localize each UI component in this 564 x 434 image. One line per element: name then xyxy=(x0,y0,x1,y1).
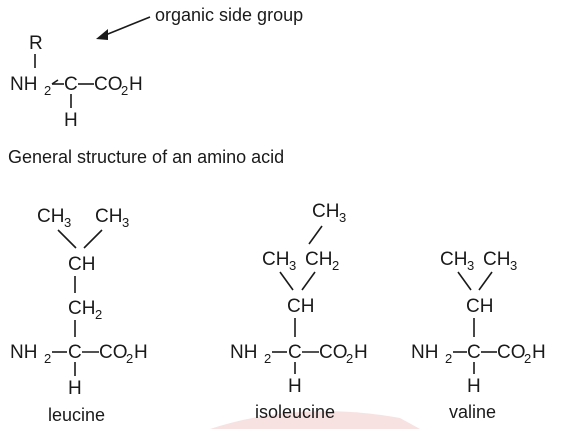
valine-name: valine xyxy=(449,402,496,422)
leucine-CH3-right: CH xyxy=(95,206,122,227)
leucine-CH2: CH xyxy=(68,298,95,319)
isoleucine-bond-left-branch xyxy=(279,271,294,291)
valine-CH3-left: CH xyxy=(440,249,467,270)
valine-CH3-left-sub: 3 xyxy=(467,258,474,273)
side-group-arrow-line xyxy=(102,16,151,37)
isoleucine-CH3-top: CH xyxy=(312,201,339,222)
leucine-structure: CH 3 CH 3 CH CH 2 NH 2 C CO 2 H H leucin… xyxy=(10,206,148,425)
valine-bond-right-branch xyxy=(478,271,493,291)
valine-CO: CO xyxy=(497,342,526,363)
valine-CH3-right: CH xyxy=(483,249,510,270)
isoleucine-CH3-sub: 3 xyxy=(289,258,296,273)
leucine-COOH-H: H xyxy=(134,342,148,363)
leucine-CO-sub: 2 xyxy=(126,351,133,366)
isoleucine-NH: NH xyxy=(230,342,257,363)
leucine-bond-right-branch xyxy=(83,229,103,249)
leucine-H: H xyxy=(68,378,82,399)
valine-NH-sub: 2 xyxy=(445,351,452,366)
side-group-arrowhead xyxy=(96,29,108,40)
leucine-NH: NH xyxy=(10,342,37,363)
leucine-name: leucine xyxy=(48,405,105,425)
isoleucine-bond-top-CH2 xyxy=(308,225,323,245)
general-C: C xyxy=(64,74,78,95)
valine-NH: NH xyxy=(411,342,438,363)
general-NH: NH xyxy=(10,74,37,95)
leucine-CH3-left: CH xyxy=(37,206,64,227)
general-CO: CO xyxy=(94,74,123,95)
general-CO-sub: 2 xyxy=(121,83,128,98)
general-R: R xyxy=(29,33,43,54)
valine-CH3-right-sub: 3 xyxy=(510,258,517,273)
isoleucine-CH3-top-sub: 3 xyxy=(339,210,346,225)
leucine-CH3-right-sub: 3 xyxy=(122,215,129,230)
watermark-swoosh xyxy=(210,411,420,429)
valine-bond-left-branch xyxy=(457,271,472,291)
valine-structure: CH 3 CH 3 CH NH 2 C CO 2 H H valine xyxy=(411,249,546,422)
leucine-CH2-sub: 2 xyxy=(95,307,102,322)
side-group-label: organic side group xyxy=(155,5,303,25)
general-COOH-H: H xyxy=(129,74,143,95)
general-NH-sub: 2 xyxy=(44,83,51,98)
isoleucine-CH: CH xyxy=(287,296,314,317)
leucine-CH: CH xyxy=(68,254,95,275)
leucine-C: C xyxy=(68,342,82,363)
isoleucine-COOH-H: H xyxy=(354,342,368,363)
isoleucine-CH2-sub: 2 xyxy=(332,258,339,273)
general-H: H xyxy=(64,110,78,131)
valine-CO-sub: 2 xyxy=(524,351,531,366)
isoleucine-H: H xyxy=(288,376,302,397)
leucine-CO: CO xyxy=(99,342,128,363)
isoleucine-C: C xyxy=(288,342,302,363)
isoleucine-CO: CO xyxy=(319,342,348,363)
isoleucine-NH-sub: 2 xyxy=(264,351,271,366)
valine-H: H xyxy=(467,376,481,397)
leucine-CH3-left-sub: 3 xyxy=(64,215,71,230)
isoleucine-CH2: CH xyxy=(305,249,332,270)
isoleucine-structure: CH 3 CH 3 CH 2 CH NH 2 C CO 2 H H isoleu… xyxy=(230,201,368,422)
valine-CH: CH xyxy=(466,296,493,317)
valine-C: C xyxy=(467,342,481,363)
leucine-NH-sub: 2 xyxy=(44,351,51,366)
isoleucine-name: isoleucine xyxy=(255,402,335,422)
general-structure: organic side group R NH 2 C CO 2 H H Gen… xyxy=(8,5,303,167)
isoleucine-CH3: CH xyxy=(262,249,289,270)
isoleucine-CO-sub: 2 xyxy=(346,351,353,366)
valine-COOH-H: H xyxy=(532,342,546,363)
general-bond-N-C-diag xyxy=(51,79,59,85)
isoleucine-bond-right-branch xyxy=(301,271,316,291)
general-caption: General structure of an amino acid xyxy=(8,147,284,167)
leucine-bond-left-branch xyxy=(57,229,77,249)
